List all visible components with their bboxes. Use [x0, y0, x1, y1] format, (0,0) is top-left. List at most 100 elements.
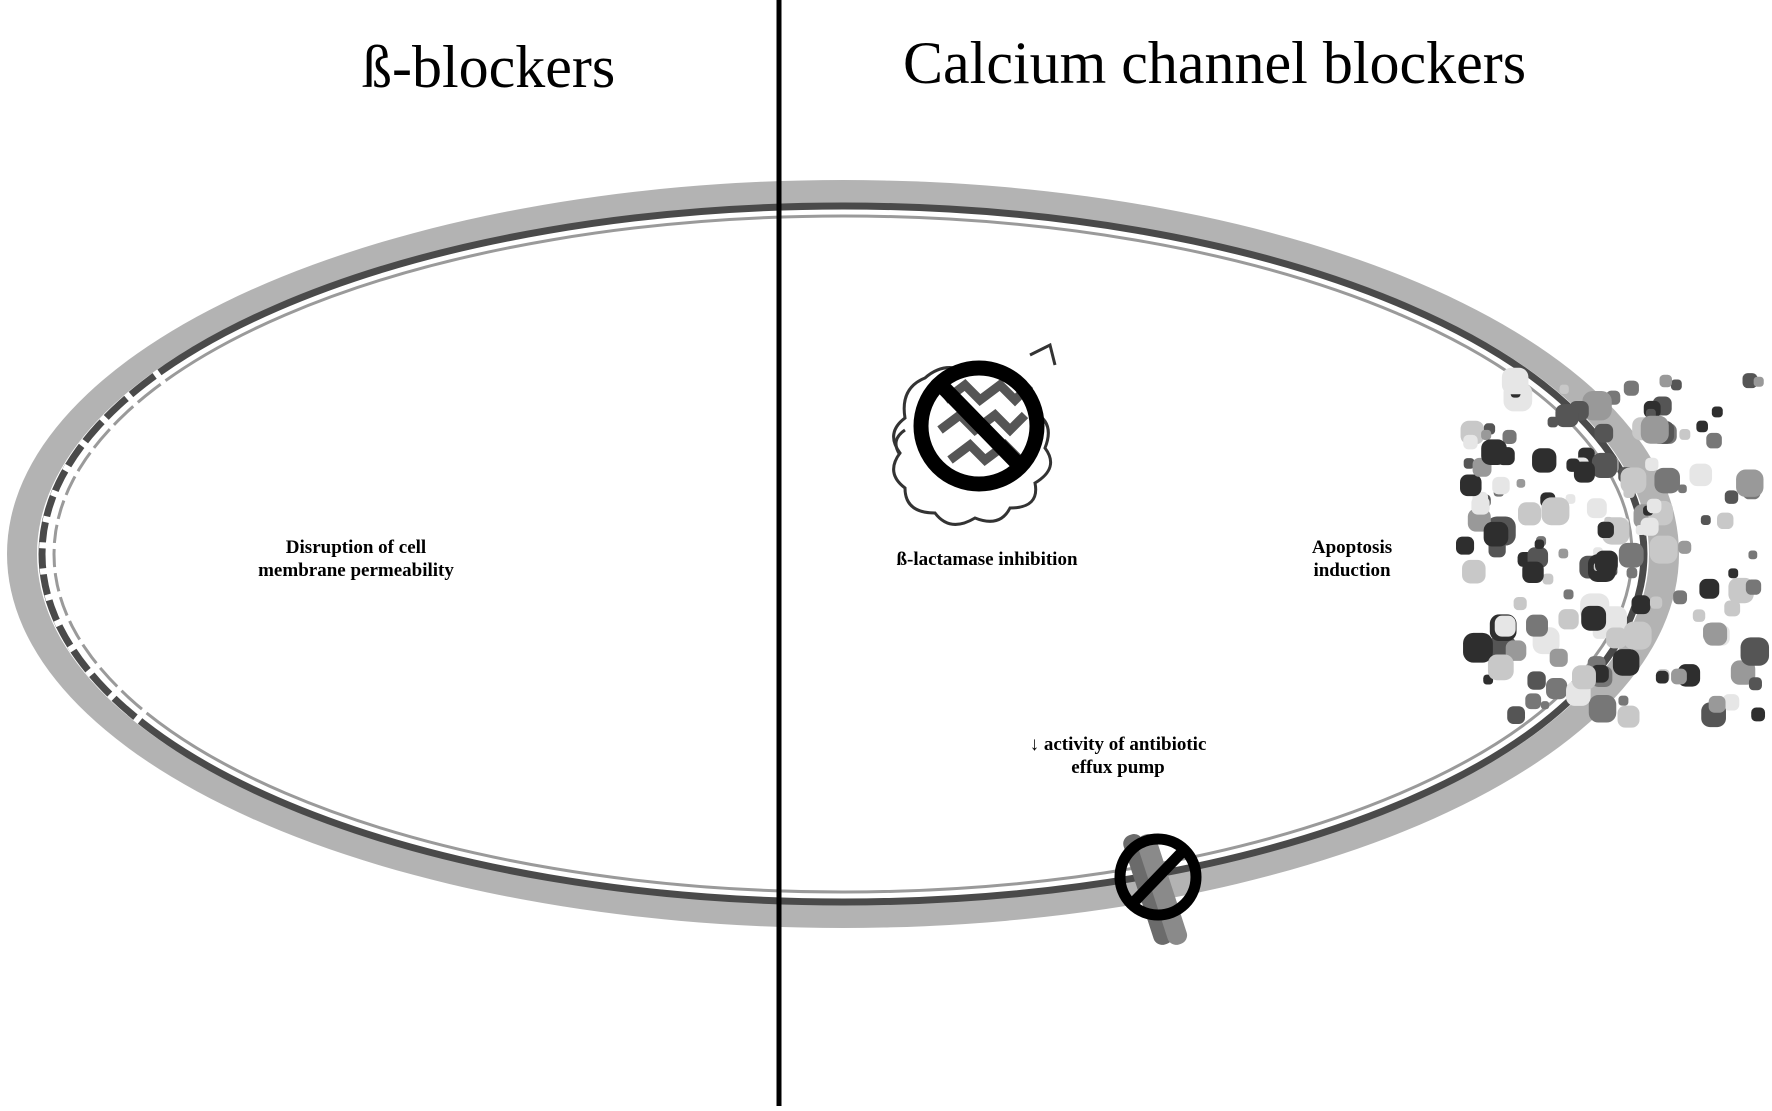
fragment [1492, 476, 1510, 495]
fragment [1654, 467, 1680, 494]
fragment [1706, 432, 1722, 449]
fragment [1612, 649, 1640, 676]
fragment [1699, 578, 1720, 599]
fragment [1455, 536, 1475, 555]
label-line: Disruption of cell [285, 537, 427, 558]
fragment [1692, 609, 1706, 622]
disrupted-membrane-segment [39, 369, 168, 724]
fragment [1736, 469, 1764, 497]
fragment [1559, 384, 1569, 395]
label-line: ↓ activity of antibiotic [1029, 734, 1207, 755]
heading-calcium-channel-blockers: Calcium channel blockers [903, 30, 1527, 96]
fragment [1728, 568, 1739, 579]
fragment [1626, 567, 1638, 579]
fragment [1558, 609, 1579, 630]
fragment [1623, 380, 1639, 396]
fragment [1623, 621, 1652, 650]
fragment [1463, 434, 1478, 450]
fragment [1748, 550, 1758, 560]
membrane-disruption-mark [85, 661, 103, 678]
membrane-disruption-mark [39, 566, 59, 575]
heading-beta-blockers: ß-blockers [362, 34, 616, 100]
fragment [1722, 694, 1740, 711]
fragment [1540, 701, 1550, 710]
fragment [1546, 678, 1568, 700]
membrane-disruption-mark [78, 439, 97, 455]
cell-wall-gap [37, 203, 1649, 905]
fragment [1494, 615, 1516, 637]
fragment [1581, 605, 1607, 631]
fragment [1618, 695, 1629, 706]
fragment [1659, 374, 1672, 388]
membrane-disruption-mark [67, 637, 86, 653]
pump-prohibition-icon [1114, 833, 1202, 921]
fragment [1525, 693, 1542, 710]
membrane-disruption-mark [39, 542, 58, 550]
fragment [1501, 367, 1529, 395]
fragment [1730, 660, 1756, 685]
fragment [1745, 579, 1762, 595]
membrane-disruption-mark [44, 590, 64, 602]
fragment [1620, 467, 1647, 494]
membrane-disruption-mark [124, 391, 141, 410]
membrane-disruption-mark [107, 683, 125, 701]
label-efflux-pump-activity: ↓ activity of antibiotic effux pump [1002, 733, 1234, 779]
fragment [1645, 457, 1659, 471]
fragment [1704, 622, 1728, 646]
label-membrane-disruption: Disruption of cell membrane permeability [245, 536, 467, 582]
fragment [1483, 521, 1509, 547]
fragment [1460, 474, 1482, 497]
fragment [1742, 373, 1758, 389]
fragment [1649, 535, 1678, 564]
fragment [1696, 420, 1708, 433]
fragment [1751, 707, 1766, 722]
fragment [1640, 517, 1659, 536]
fragment [1526, 614, 1548, 637]
membrane-disruption-mark [42, 515, 62, 526]
fragment [1640, 415, 1669, 444]
fragment [1481, 429, 1492, 440]
fragment [1670, 379, 1682, 391]
fragment [1534, 539, 1545, 549]
fragment [1740, 637, 1770, 666]
fragment [1594, 550, 1618, 574]
fragment [1700, 515, 1711, 526]
fragment [1588, 695, 1617, 723]
membrane-disruption-mark [53, 614, 73, 628]
fragment [1678, 484, 1687, 494]
fragment [1547, 416, 1559, 428]
membrane-disruption-mark [152, 369, 168, 388]
membrane-disruption-mark [62, 463, 81, 479]
fragment [1655, 670, 1669, 684]
fragment [1505, 640, 1527, 661]
fragment [1555, 404, 1579, 428]
membrane-disruption-mark [50, 489, 70, 502]
fragment [1646, 498, 1662, 514]
fragment [1565, 494, 1576, 504]
fragment [1542, 573, 1554, 585]
fragment [1711, 406, 1723, 418]
fragment [1617, 705, 1640, 728]
prohibition-icon [913, 360, 1045, 492]
fragment [1717, 512, 1734, 530]
fragment [1618, 542, 1644, 568]
fragment [1724, 600, 1741, 617]
fragment [1513, 597, 1527, 611]
fragment [1748, 677, 1762, 691]
fragment [1532, 448, 1557, 473]
fragment [1582, 390, 1612, 421]
label-beta-lactamase-inhibition: ß-lactamase inhibition [896, 549, 1078, 570]
fragment [1507, 706, 1526, 725]
fragment [1753, 376, 1764, 387]
fragment [1487, 654, 1514, 681]
fragment [1591, 452, 1618, 479]
fragment [1558, 548, 1569, 559]
membrane-disruption-mark [99, 414, 117, 432]
fragment [1522, 561, 1544, 584]
fragment [1516, 479, 1526, 488]
membrane-disruption-mark [133, 706, 150, 724]
fragment [1463, 458, 1475, 469]
fragment [1541, 497, 1570, 526]
